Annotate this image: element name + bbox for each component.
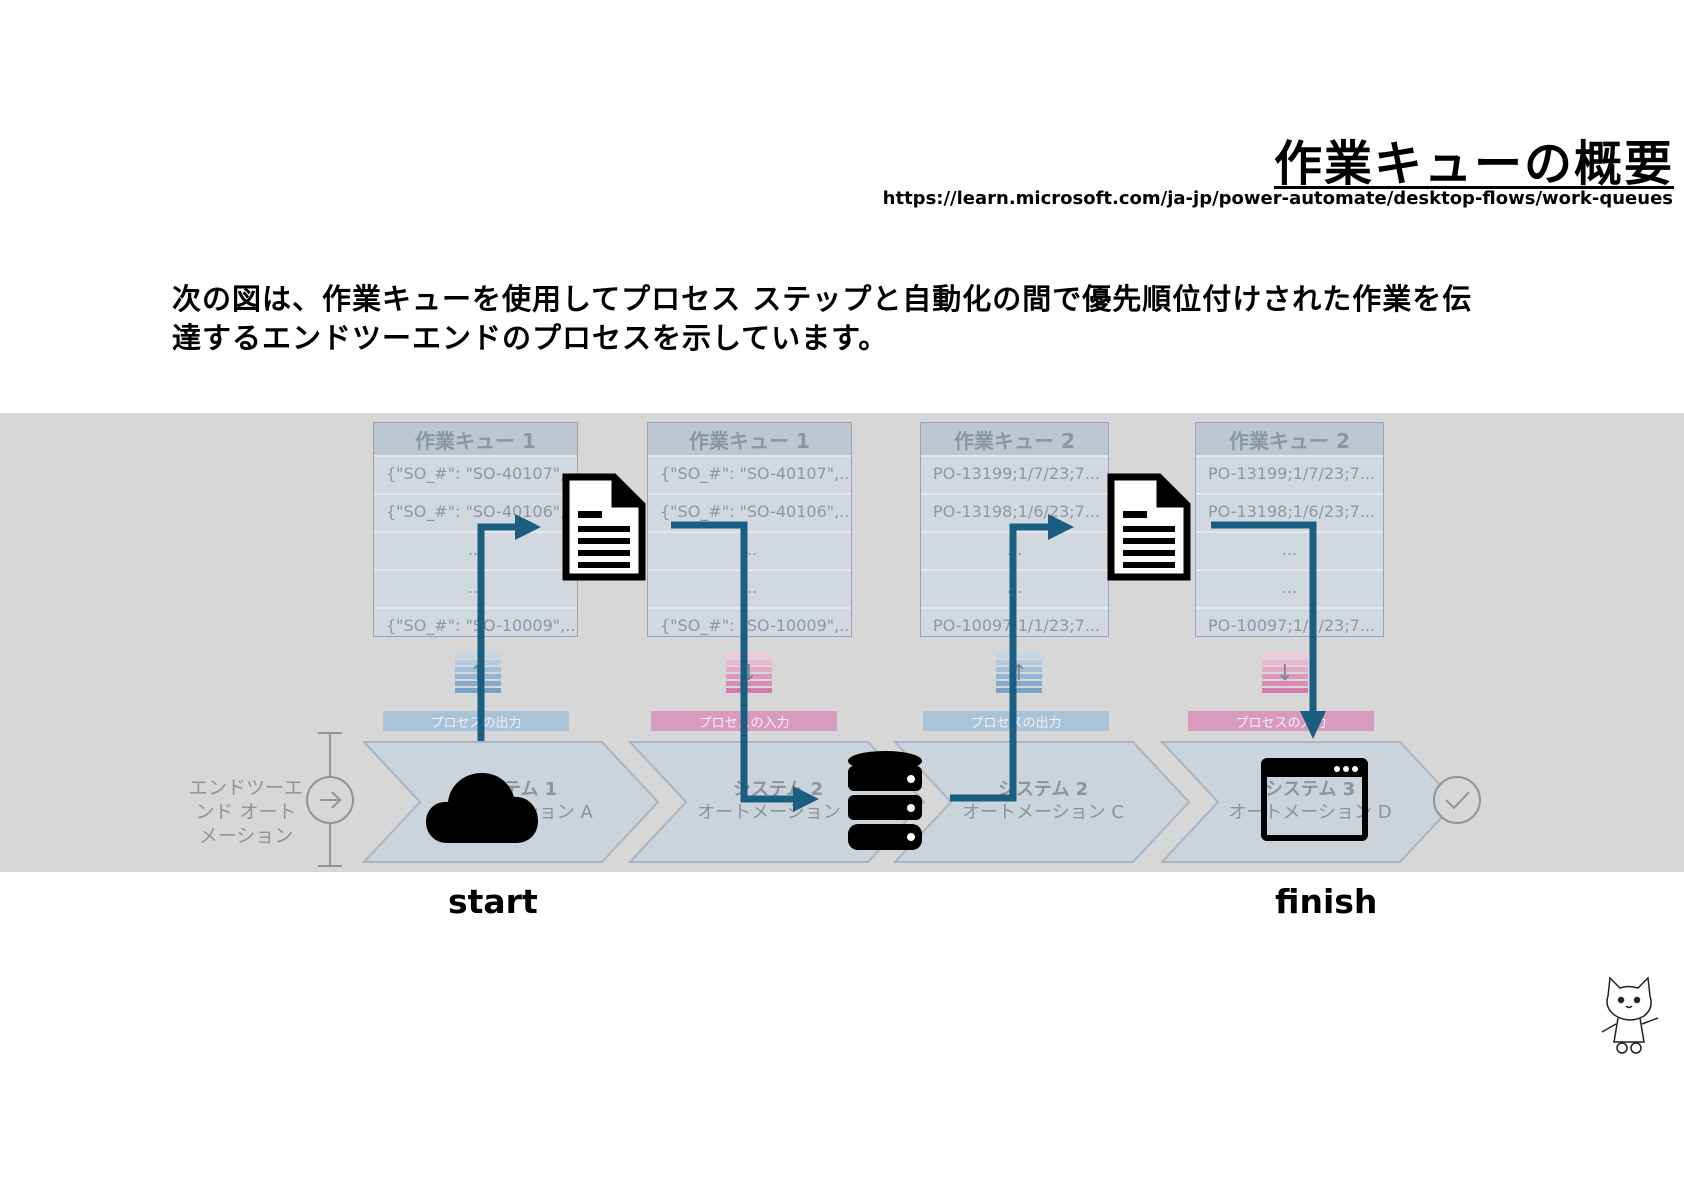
page-title: 作業キューの概要 — [1273, 136, 1674, 192]
source-url[interactable]: https://learn.microsoft.com/ja-jp/power-… — [882, 188, 1673, 209]
document-icon — [562, 473, 646, 581]
system-name: システム 3 — [1264, 779, 1356, 800]
work-queue-2-input: 作業キュー 2 PO-13199;1/7/23;7... PO-13198;1/… — [1195, 422, 1384, 637]
cat-mascot-icon — [1601, 976, 1659, 1054]
queue-row: {"SO_#": "SO-40106",...} — [374, 493, 577, 531]
queue-title: 作業キュー 1 — [648, 423, 851, 455]
flow-arrows — [477, 514, 1326, 812]
queue-row: {"SO_#": "SO-40107",...} — [374, 455, 577, 493]
database-icon — [848, 751, 922, 850]
document-icon — [1107, 473, 1191, 581]
finish-label: finish — [1275, 882, 1378, 921]
queue-title: 作業キュー 2 — [921, 423, 1108, 455]
queue-row: {"SO_#": "SO-10009",...} — [648, 607, 851, 645]
start-label: start — [448, 882, 538, 921]
e2e-label: エンドツーエンド オートメーション — [188, 777, 303, 847]
process-output-tag: プロセスの出力 — [383, 711, 569, 731]
queue-row: PO-13198;1/6/23;7... — [1196, 493, 1383, 531]
input-stack-icon: ↓ — [1262, 653, 1308, 697]
queue-row: PO-13199;1/7/23;7... — [1196, 455, 1383, 493]
description-line-2: 達するエンドツーエンドのプロセスを示しています。 — [172, 321, 889, 355]
work-queue-1-input: 作業キュー 1 {"SO_#": "SO-40107",...} {"SO_#"… — [647, 422, 852, 637]
work-queue-1-output: 作業キュー 1 {"SO_#": "SO-40107",...} {"SO_#"… — [373, 422, 578, 637]
automation-name: オートメーション B — [697, 802, 859, 823]
queue-title: 作業キュー 1 — [374, 423, 577, 455]
description-line-1: 次の図は、作業キューを使用してプロセス ステップと自動化の間で優先順位付けされた… — [172, 282, 1473, 316]
check-circle-icon — [1433, 776, 1481, 824]
arrow-right-circle-icon — [306, 776, 354, 824]
automation-name: オートメーション C — [962, 802, 1124, 823]
system-name: システム 2 — [997, 779, 1089, 800]
automation-name: オートメーション D — [1228, 802, 1392, 823]
queue-row: PO-10097;1/1/23;7... — [1196, 607, 1383, 645]
cloud-icon — [426, 773, 538, 843]
queue-row: PO-13198;1/6/23;7... — [921, 493, 1108, 531]
queue-row: {"SO_#": "SO-40106",...} — [648, 493, 851, 531]
process-diagram: 作業キュー 1 {"SO_#": "SO-40107",...} {"SO_#"… — [0, 413, 1684, 872]
process-input-tag: プロセスの入力 — [1188, 711, 1374, 731]
queue-title: 作業キュー 2 — [1196, 423, 1383, 455]
queue-row: ... — [1196, 569, 1383, 607]
app-window-icon — [1261, 758, 1368, 841]
queue-row: PO-13199;1/7/23;7... — [921, 455, 1108, 493]
queue-row: ... — [1196, 531, 1383, 569]
queue-row: {"SO_#": "SO-40107",...} — [648, 455, 851, 493]
description: 次の図は、作業キューを使用してプロセス ステップと自動化の間で優先順位付けされた… — [172, 280, 1572, 358]
